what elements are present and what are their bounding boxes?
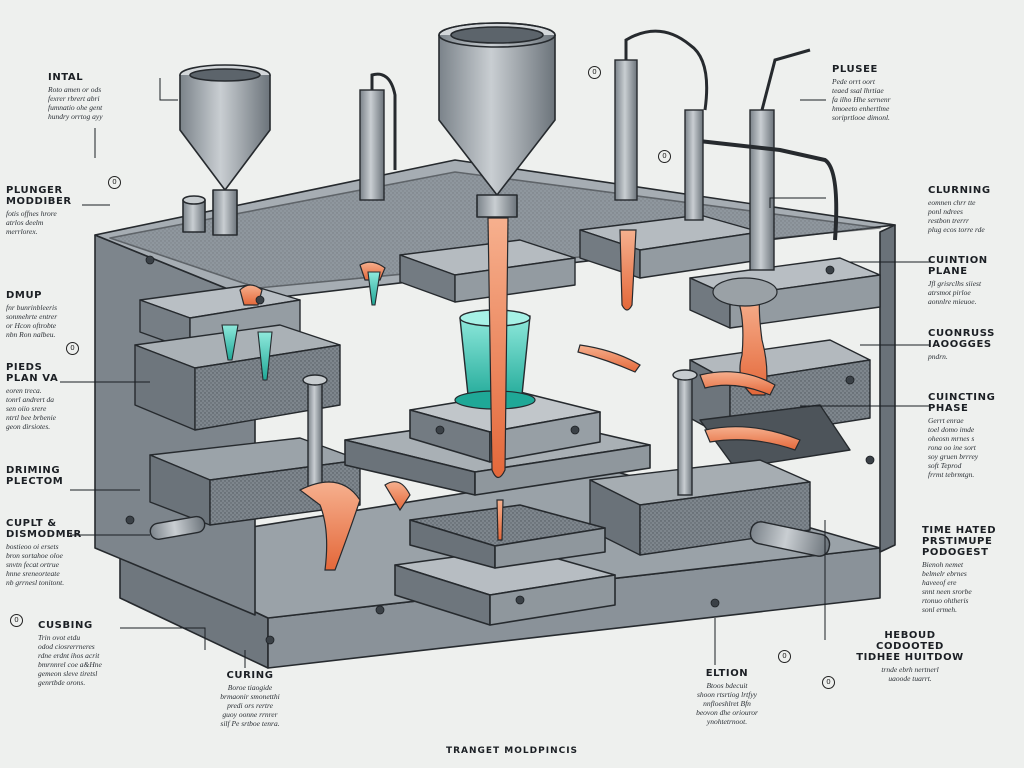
label-cuintion-desc: Jfl grisrclhs siiest atrsmot pirloe aonn…: [928, 279, 982, 306]
label-intal: INTAL Roto amen or ods fexrer rbrert abr…: [48, 72, 148, 121]
step-marker: 0: [778, 650, 791, 663]
label-cusbing-title: CUSBING: [38, 620, 93, 631]
label-cusbing-desc: Trin ovot etdu odod ciosrerrneres rdne e…: [38, 633, 102, 687]
label-curing-desc: Boroe tiaogide brmaonir smonetthi predi …: [220, 683, 280, 728]
label-curing: CURING Boroe tiaogide brmaonir smonetthi…: [195, 670, 305, 728]
label-plunger-desc: fotis offnes hrore atrlos deelm merrlore…: [6, 209, 57, 236]
label-heboud-title: HEBOUD CODOOTED TIDHEE HUITDOW: [856, 630, 964, 663]
label-cuintion-title: CUINTION PLANE: [928, 255, 988, 277]
label-driming: DRIMING PLECTOM: [6, 465, 96, 487]
label-plusee-desc: Pede orrt oort teaed ssal lhrtiae fa ilh…: [832, 77, 891, 122]
label-eltion-title: ELTION: [705, 668, 749, 679]
leader-lines: [60, 78, 930, 668]
step-marker: 0: [658, 150, 671, 163]
preform-puck: [712, 277, 778, 307]
step-marker: 0: [108, 176, 121, 189]
step-marker: 0: [10, 614, 23, 627]
label-plunger-title: PLUNGER MODDIBER: [6, 185, 72, 207]
bolts: [125, 255, 875, 645]
label-clurning-title: CLURNING: [928, 185, 991, 196]
label-pieds-desc: eoren treca. tonrl andrert da sen oiio s…: [6, 386, 56, 431]
label-time-hated: TIME HATED PRSTIMUPE PODOGEST Bienoh nem…: [922, 525, 1020, 614]
label-clurning-desc: eomnen chrr tte ponl ndrees restbon trer…: [928, 198, 985, 234]
label-cuonruss: CUONRUSS IAOOGGES pndrn.: [928, 328, 1020, 361]
label-plunger-moddiber: PLUNGER MODDIBER fotis offnes hrore atrl…: [6, 185, 96, 236]
label-cuplt: CUPLT & DISMODMER bostieoo oi ersets bro…: [6, 518, 101, 587]
label-plusee-title: PLUSEE: [832, 64, 878, 75]
label-eltion: ELTION Btoos bdecuit shoon rtsrtiog lrtf…: [672, 668, 782, 726]
label-pieds-title: PIEDS PLAN VA: [6, 362, 59, 384]
label-dmip-title: DMUP: [6, 290, 43, 301]
label-time-title: TIME HATED PRSTIMUPE PODOGEST: [922, 525, 997, 558]
diagram-caption: TRANGET MOLDPINCIS: [445, 746, 579, 756]
plungers: [149, 29, 839, 557]
label-pieds: PIEDS PLAN VA eoren treca. tonrl andrert…: [6, 362, 96, 431]
step-marker: 0: [66, 342, 79, 355]
label-eltion-desc: Btoos bdecuit shoon rtsrtiog lrtfyy nnfl…: [696, 681, 758, 726]
label-cuincting-title: CUINCTING PHASE: [928, 392, 996, 414]
label-dmip: DMUP fnr bunrinbleeris sonmehrte entrer …: [6, 290, 96, 339]
step-marker: 0: [822, 676, 835, 689]
label-cuonruss-title: CUONRUSS IAOOGGES: [928, 328, 995, 350]
label-cuintion: CUINTION PLANE Jfl grisrclhs siiest atrs…: [928, 255, 1020, 306]
label-driming-title: DRIMING PLECTOM: [6, 465, 64, 487]
mold-blocks-rear: [134, 214, 881, 556]
label-cuplt-title: CUPLT & DISMODMER: [6, 518, 82, 540]
label-cuplt-desc: bostieoo oi ersets bron sortahoe oloe sn…: [6, 542, 65, 587]
label-curing-title: CURING: [226, 670, 274, 681]
label-dmip-desc: fnr bunrinbleeris sonmehrte entrer or Hc…: [6, 303, 58, 339]
label-intal-desc: Roto amen or ods fexrer rbrert abri fumn…: [48, 85, 103, 121]
label-clurning: CLURNING eomnen chrr tte ponl ndrees res…: [928, 185, 1020, 234]
label-intal-title: INTAL: [48, 72, 84, 83]
label-plusee: PLUSEE Pede orrt oort teaed ssal lhrtiae…: [832, 64, 932, 122]
hoppers: [179, 22, 556, 236]
label-time-desc: Bienoh nemet belmelr ebrnes haveeof ere …: [922, 560, 972, 614]
right-wall: [879, 224, 896, 553]
label-heboud: HEBOUD CODOOTED TIDHEE HUITDOW trnde ebr…: [830, 630, 990, 683]
label-cuincting: CUINCTING PHASE Gerrt enrae toel domo im…: [928, 392, 1020, 479]
label-cuincting-desc: Gerrt enrae toel domo imde oheosn mrnes …: [928, 416, 979, 479]
step-marker: 0: [588, 66, 601, 79]
label-cusbing: CUSBING Trin ovot etdu odod ciosrerrnere…: [38, 620, 133, 687]
molten-flows: [239, 217, 801, 571]
label-heboud-desc: trnde ebrh nertnerl uaoode tuarrt.: [881, 665, 939, 683]
resin-drips: [221, 271, 381, 381]
label-cuonruss-desc: pndrn.: [928, 352, 948, 361]
